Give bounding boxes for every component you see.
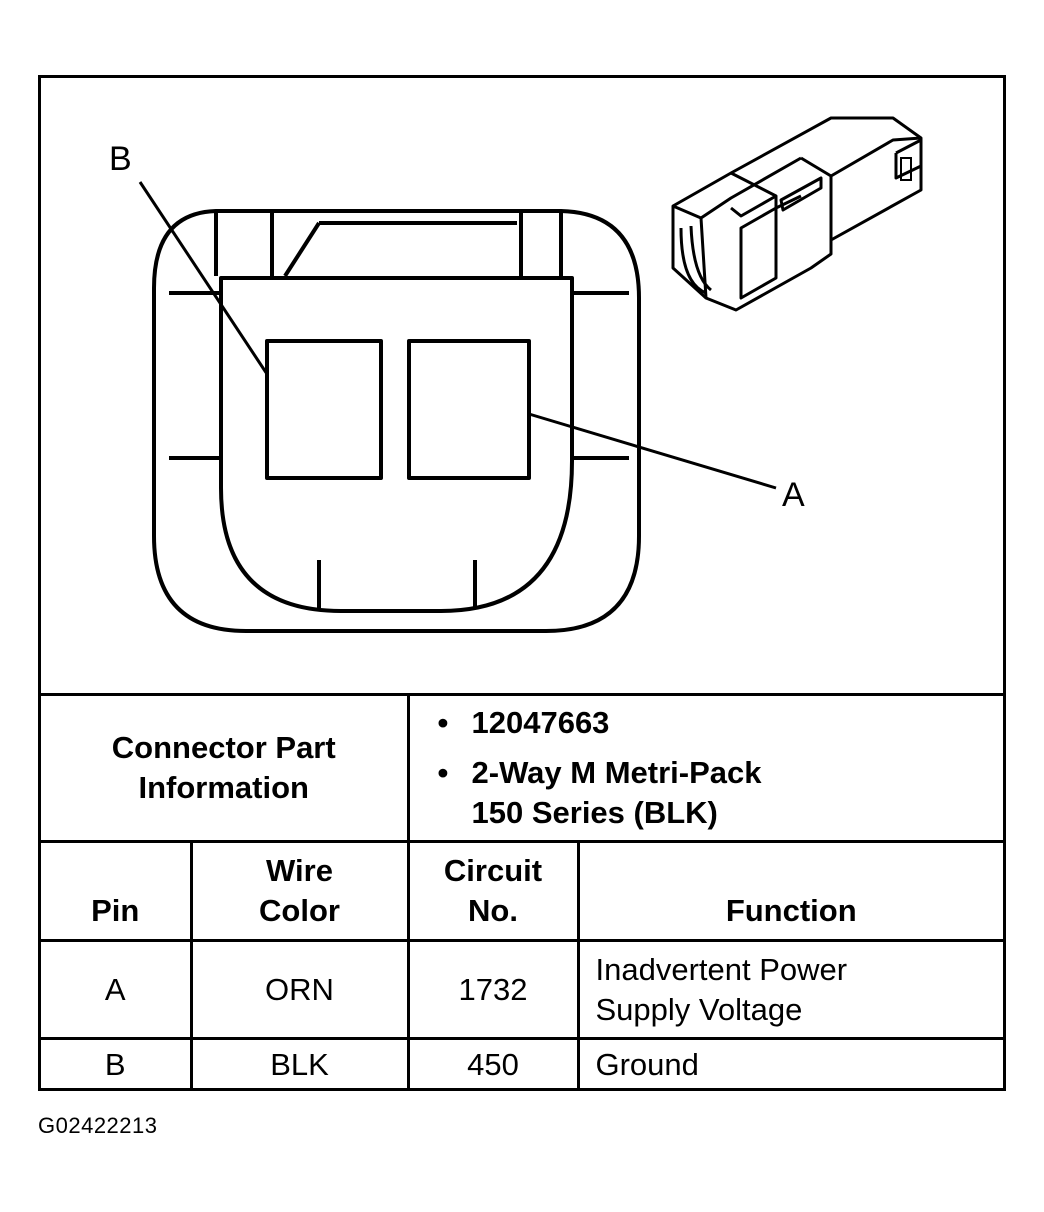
table-row: B BLK 450 Ground bbox=[41, 1037, 1003, 1090]
row-function-line2: Supply Voltage bbox=[595, 991, 803, 1027]
row-function: Ground bbox=[576, 1037, 1003, 1090]
connector-face-drawing bbox=[138, 116, 923, 633]
connector-key-slot bbox=[270, 211, 523, 278]
connector-bottom-latch bbox=[317, 560, 477, 608]
table-row: A ORN 1732 Inadvertent Power Supply Volt… bbox=[41, 939, 1003, 1040]
connector-info-label: Connector Part Information bbox=[111, 730, 336, 805]
connector-diagram: B A bbox=[41, 78, 1003, 693]
row-wire-color: BLK bbox=[189, 1037, 410, 1090]
connector-pinout-table: Connector Part Information •12047663 •2-… bbox=[41, 693, 1003, 1090]
header-circuit-no: Circuit No. bbox=[443, 853, 543, 928]
row-circuit: 1732 bbox=[406, 939, 580, 1040]
part-number: 12047663 bbox=[471, 705, 610, 740]
part-description-line1: 2-Way M Metri-Pack bbox=[471, 755, 762, 790]
row-circuit: 450 bbox=[406, 1037, 580, 1090]
connector-figure-frame: B A Connector Part Information •12047663… bbox=[38, 75, 1006, 1091]
pin-b-callout-label: B bbox=[109, 140, 132, 178]
connector-3d-slot bbox=[900, 157, 912, 181]
leader-line-b bbox=[138, 181, 269, 375]
connector-info-row: Connector Part Information •12047663 •2-… bbox=[41, 693, 1003, 843]
table-header-row: Pin Wire Color Circuit No. Function bbox=[41, 840, 1003, 942]
connector-inner-wall bbox=[219, 276, 574, 613]
leader-line-a bbox=[528, 412, 777, 490]
row-pin: B bbox=[41, 1037, 193, 1090]
connector-outer-housing bbox=[152, 209, 641, 633]
header-function: Function bbox=[576, 840, 1003, 942]
row-pin: A bbox=[41, 939, 193, 1040]
connector-3d-illustration bbox=[671, 116, 923, 312]
header-wire-color: Wire Color bbox=[259, 853, 340, 928]
part-description-line2: 150 Series (BLK) bbox=[471, 795, 718, 830]
connector-info-values-cell: •12047663 •2-Way M Metri-Pack 150 Series… bbox=[406, 693, 1003, 843]
row-function-line1: Inadvertent Power bbox=[595, 951, 848, 987]
terminal-cavity-b bbox=[265, 339, 383, 480]
terminal-cavity-a bbox=[407, 339, 531, 480]
header-pin: Pin bbox=[41, 840, 193, 942]
row-wire-color: ORN bbox=[189, 939, 410, 1040]
figure-id: G02422213 bbox=[38, 1113, 158, 1138]
connector-info-label-cell: Connector Part Information bbox=[41, 693, 410, 843]
pin-a-callout-label: A bbox=[782, 476, 805, 514]
